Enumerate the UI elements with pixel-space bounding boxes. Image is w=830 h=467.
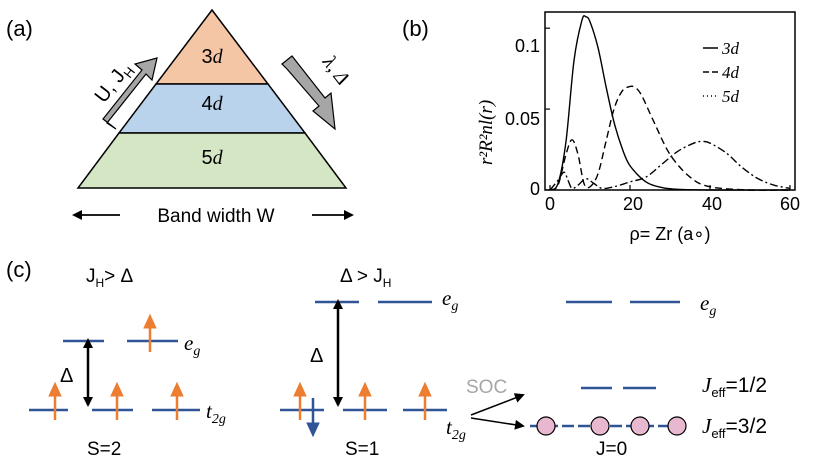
xtick-0: 0 <box>545 194 555 214</box>
mid-spins-up <box>293 381 432 420</box>
right-j-label: J=0 <box>596 439 627 460</box>
left-spin-label: S=2 <box>87 439 121 460</box>
right-arrow-label: λ, Δ <box>317 51 353 89</box>
panel-a-label: (a) <box>6 16 33 41</box>
layer-label-3d: 3d <box>201 46 223 68</box>
soc-arrow-up <box>470 393 525 416</box>
mid-t2g-label: t2g <box>446 415 466 443</box>
legend-4d: 4d <box>722 63 740 82</box>
electrons <box>536 416 687 436</box>
xtick-40: 40 <box>702 194 722 214</box>
mid-spin-up-3-head <box>418 381 432 397</box>
mid-spin-down-1-head <box>306 422 320 438</box>
soc-arrow-down <box>470 417 525 430</box>
spin-up-t2g-3-head <box>170 381 184 397</box>
electron-3 <box>630 416 650 436</box>
jeff-three-half-label: Jeff=3/2 <box>702 414 767 441</box>
right-levels <box>530 300 688 436</box>
ytick-005: 0.05 <box>505 109 540 129</box>
mid-spin-down <box>306 398 320 438</box>
curve-4d <box>549 85 791 191</box>
electron-4 <box>667 416 687 436</box>
left-delta-label: Δ <box>60 365 73 387</box>
mid-spin-up-1-head <box>293 381 307 397</box>
jeff-half-label: Jeff=1/2 <box>702 373 767 400</box>
mid-delta-label: Δ <box>310 345 323 367</box>
layer-label-4d: 4d <box>201 93 223 115</box>
curve-5d <box>549 140 791 191</box>
pyramid <box>76 8 348 189</box>
ytick-01: 0.1 <box>515 36 540 56</box>
condition-jh-gt-delta: JH> Δ <box>86 266 134 290</box>
mid-eg-label: eg <box>442 286 458 314</box>
panel-b-label: (b) <box>402 16 429 41</box>
left-eg-label: eg <box>184 331 200 359</box>
bandwidth-label: Band width W <box>157 206 274 227</box>
spin-up-eg-2-head <box>143 313 157 329</box>
electron-1 <box>536 416 556 436</box>
x-axis-label: ρ= Zr (a∘) <box>629 224 710 244</box>
left-spins <box>48 313 184 420</box>
left-gray-arrow <box>102 57 158 130</box>
middle-levels <box>280 299 447 438</box>
plot-b <box>544 11 796 191</box>
xtick-60: 60 <box>780 194 800 214</box>
legend-3d: 3d <box>721 39 740 58</box>
xtick-20: 20 <box>623 194 643 214</box>
right-gray-arrow <box>281 55 336 131</box>
panel-c-label: (c) <box>6 257 32 282</box>
left-levels <box>29 313 200 420</box>
layer-label-5d: 5d <box>201 147 223 169</box>
condition-delta-gt-jh: Δ > JH <box>340 266 391 290</box>
mid-spin-up-2-head <box>358 381 372 397</box>
electron-2 <box>590 416 610 436</box>
ytick-0: 0 <box>530 179 540 199</box>
plot-frame <box>544 11 796 191</box>
spin-up-t2g-2-head <box>110 381 124 397</box>
legend-5d: 5d <box>722 87 740 106</box>
mid-spin-label: S=1 <box>345 439 379 460</box>
legend <box>703 47 718 97</box>
curve-3d <box>549 14 791 191</box>
pyramid-layer-5d <box>76 132 348 189</box>
soc-label: SOC <box>466 377 507 398</box>
y-axis-label: r²R²nl(r) <box>476 100 497 165</box>
spin-up-t2g-1-head <box>48 381 62 397</box>
right-eg-label: eg <box>700 291 716 319</box>
left-t2g-label: t2g <box>206 399 226 427</box>
